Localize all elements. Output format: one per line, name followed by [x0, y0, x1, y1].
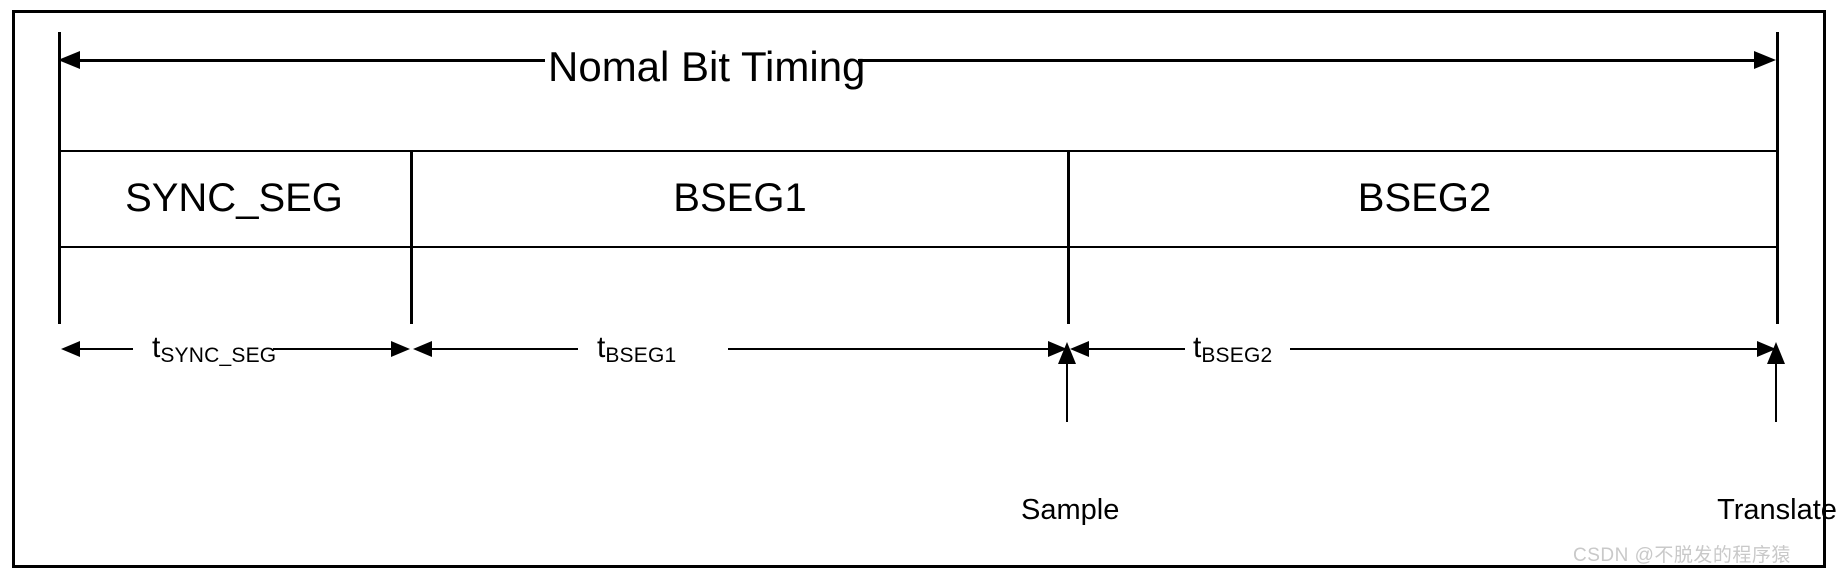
duration-label-bseg1-subscript: BSEG1 — [605, 344, 677, 367]
segment-table-top-border — [58, 150, 1779, 152]
tsync-arrow-line-right — [273, 348, 391, 350]
segment-cell-bseg1: BSEG1 — [673, 176, 807, 220]
diagram-outer-border — [12, 10, 1826, 568]
tsync-arrow-head-left — [61, 341, 80, 357]
segment-cell-bseg2: BSEG2 — [1357, 176, 1492, 220]
translate-marker-line — [1775, 362, 1777, 422]
title-arrow-line-left — [70, 59, 545, 62]
tsync-arrow-line-left — [78, 348, 133, 350]
title-arrow-line-right — [858, 59, 1766, 62]
title-arrow-head-right — [1754, 51, 1776, 69]
duration-label-bseg2: tBSEG2 — [1193, 331, 1272, 367]
duration-label-bseg1: tBSEG1 — [597, 331, 676, 367]
sample-marker-line — [1066, 362, 1068, 422]
guide-line-bit-end — [1776, 32, 1779, 324]
duration-label-sync-seg-subscript: SYNC_SEG — [160, 344, 277, 367]
tbseg1-arrow-head-left — [413, 341, 432, 357]
diagram-title: Nomal Bit Timing — [548, 43, 866, 90]
marker-label-translate: Translate — [1717, 494, 1837, 526]
segment-table-bottom-border — [58, 246, 1779, 248]
tsync-arrow-head-right — [391, 341, 410, 357]
tbseg2-arrow-line-right — [1290, 348, 1758, 350]
guide-line-sync-bseg1-divider — [410, 150, 413, 324]
duration-label-sync-seg: tSYNC_SEG — [152, 331, 276, 367]
duration-label-bseg1-base: t — [597, 331, 606, 364]
tbseg2-arrow-line-left — [1087, 348, 1185, 350]
tbseg1-arrow-line-right — [728, 348, 1048, 350]
duration-label-bseg2-subscript: BSEG2 — [1201, 344, 1273, 367]
csdn-watermark: CSDN @不脱发的程序猿 — [1573, 545, 1791, 566]
translate-marker-arrow-head — [1767, 342, 1785, 364]
duration-label-bseg2-base: t — [1193, 331, 1202, 364]
duration-label-sync-seg-base: t — [152, 331, 161, 364]
guide-line-bit-start — [58, 32, 61, 324]
marker-label-sample: Sample — [1021, 494, 1120, 526]
sample-marker-arrow-head — [1058, 342, 1076, 364]
title-arrow-head-left — [58, 51, 80, 69]
tbseg1-arrow-line-left — [430, 348, 578, 350]
segment-cell-sync-seg: SYNC_SEG — [125, 176, 343, 220]
guide-line-bseg1-bseg2-divider — [1067, 150, 1070, 324]
